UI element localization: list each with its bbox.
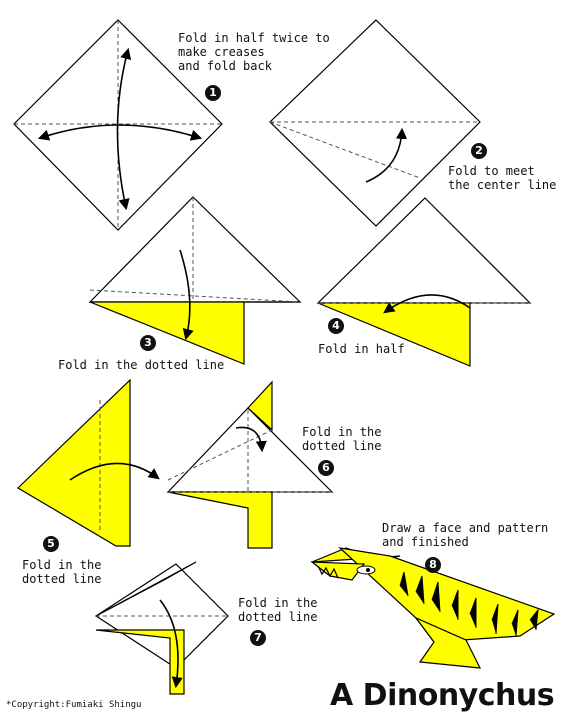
page-title: A Dinonychus: [330, 678, 555, 713]
step-6-badge: 6: [318, 460, 334, 476]
step-1-badge: 1: [205, 85, 221, 101]
step-1-diagram: [13, 19, 223, 231]
step-3-badge: 3: [140, 335, 156, 351]
step-2-instruction: Fold to meet the center line: [448, 164, 557, 192]
step-4-badge: 4: [328, 318, 344, 334]
step-8-instruction: Draw a face and pattern and finished: [382, 521, 549, 549]
step-3-instruction: Fold in the dotted line: [58, 358, 225, 372]
step-2-diagram: [269, 19, 481, 227]
step-4-diagram: [316, 197, 532, 367]
step-8-badge: 8: [425, 557, 441, 573]
step-7-diagram: [94, 561, 229, 695]
step-2-badge: 2: [471, 143, 487, 159]
step-7-badge: 7: [250, 630, 266, 646]
step-3-diagram: [88, 196, 302, 365]
step-5-instruction: Fold in the dotted line: [22, 558, 102, 586]
copyright: *Copyright:Fumiaki Shingu: [6, 700, 142, 710]
step-7-instruction: Fold in the dotted line: [238, 596, 318, 624]
step-5-diagram: [17, 378, 160, 547]
step-6-instruction: Fold in the dotted line: [302, 425, 382, 453]
step-6-diagram: [166, 380, 334, 549]
step-1-instruction: Fold in half twice to make creases and f…: [178, 31, 330, 73]
step-8-finished-model: [310, 547, 556, 669]
step-4-instruction: Fold in half: [318, 342, 405, 356]
step-5-badge: 5: [43, 536, 59, 552]
